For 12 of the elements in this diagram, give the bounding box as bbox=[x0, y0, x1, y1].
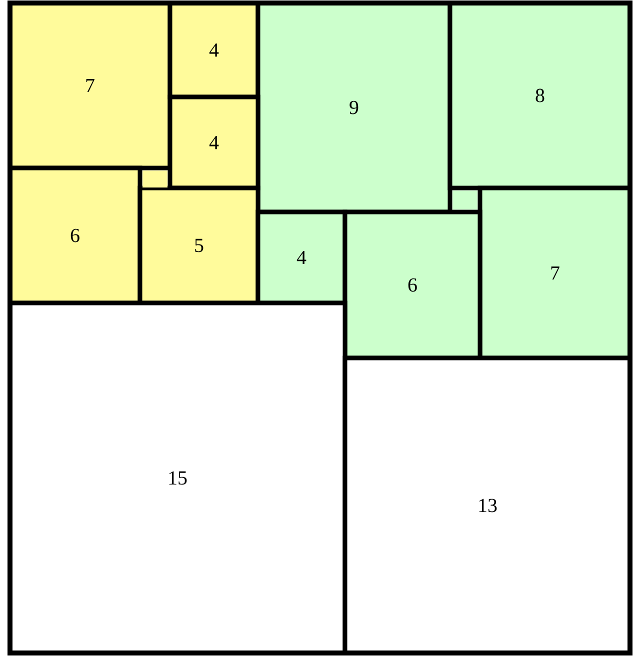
square-tile: 4 bbox=[256, 210, 348, 306]
square-tile: 6 bbox=[8, 166, 142, 306]
square-tile: 4 bbox=[168, 0, 260, 100]
square-tile: 15 bbox=[8, 300, 348, 656]
square-tile: 4 bbox=[168, 94, 260, 190]
square-tile: 8 bbox=[448, 0, 632, 190]
square-tile: 5 bbox=[138, 186, 260, 306]
filler-square bbox=[452, 190, 478, 210]
filler-square bbox=[142, 170, 168, 188]
square-tile: 13 bbox=[342, 356, 632, 656]
square-tile: 9 bbox=[256, 0, 452, 214]
square-tile: 7 bbox=[478, 186, 632, 360]
